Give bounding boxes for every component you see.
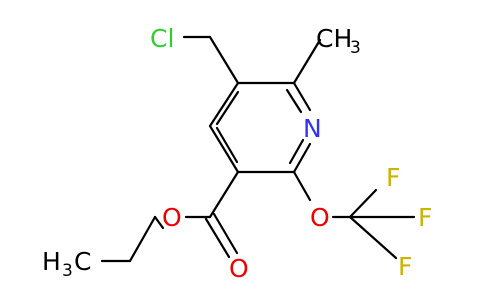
bond-c4-c3	[208, 81, 240, 128]
bond-n-c6	[292, 142, 312, 174]
bond-ester-c-o-double-a	[204, 217, 231, 259]
bond-cf3-f-bottom	[348, 215, 398, 260]
atom-ethyl-c: C	[74, 247, 91, 276]
bond-ch2-ch3	[128, 215, 157, 263]
bond-ester-c-o-double-b	[212, 212, 239, 255]
bond-c5-c4	[208, 124, 240, 174]
bond-cf3-f-top	[348, 188, 378, 219]
atom-nitrogen: N	[303, 114, 322, 143]
bond-c2-n	[292, 81, 312, 112]
atom-methyl-subscript: 3	[350, 38, 361, 58]
atom-fluorine-top: F	[386, 163, 400, 192]
atom-fluorine-bottom: F	[398, 252, 412, 281]
atom-methyl-c: CH	[316, 24, 352, 53]
atom-ethyl-subscript: 3	[62, 261, 73, 281]
atom-ethyl-h: H	[42, 247, 61, 276]
atom-ester-oxygen: O	[162, 203, 182, 232]
bond-o-ch2	[153, 215, 165, 230]
bond-c2-ch3	[292, 38, 322, 85]
atom-fluorine-right: F	[418, 203, 432, 232]
bond-c5-ester-c	[208, 170, 240, 219]
bond-n-c6-inner	[288, 138, 305, 165]
atom-ether-oxygen: O	[310, 203, 330, 232]
bond-c6-o	[292, 170, 312, 202]
atom-chlorine: Cl	[150, 24, 174, 53]
atom-carbonyl-oxygen: O	[229, 254, 249, 283]
bond-c2-n-inner	[285, 88, 303, 114]
bond-c3-ch2	[208, 35, 240, 85]
bond-c4-c3-inner	[215, 90, 240, 126]
bond-c5-c4-inner	[215, 126, 239, 164]
